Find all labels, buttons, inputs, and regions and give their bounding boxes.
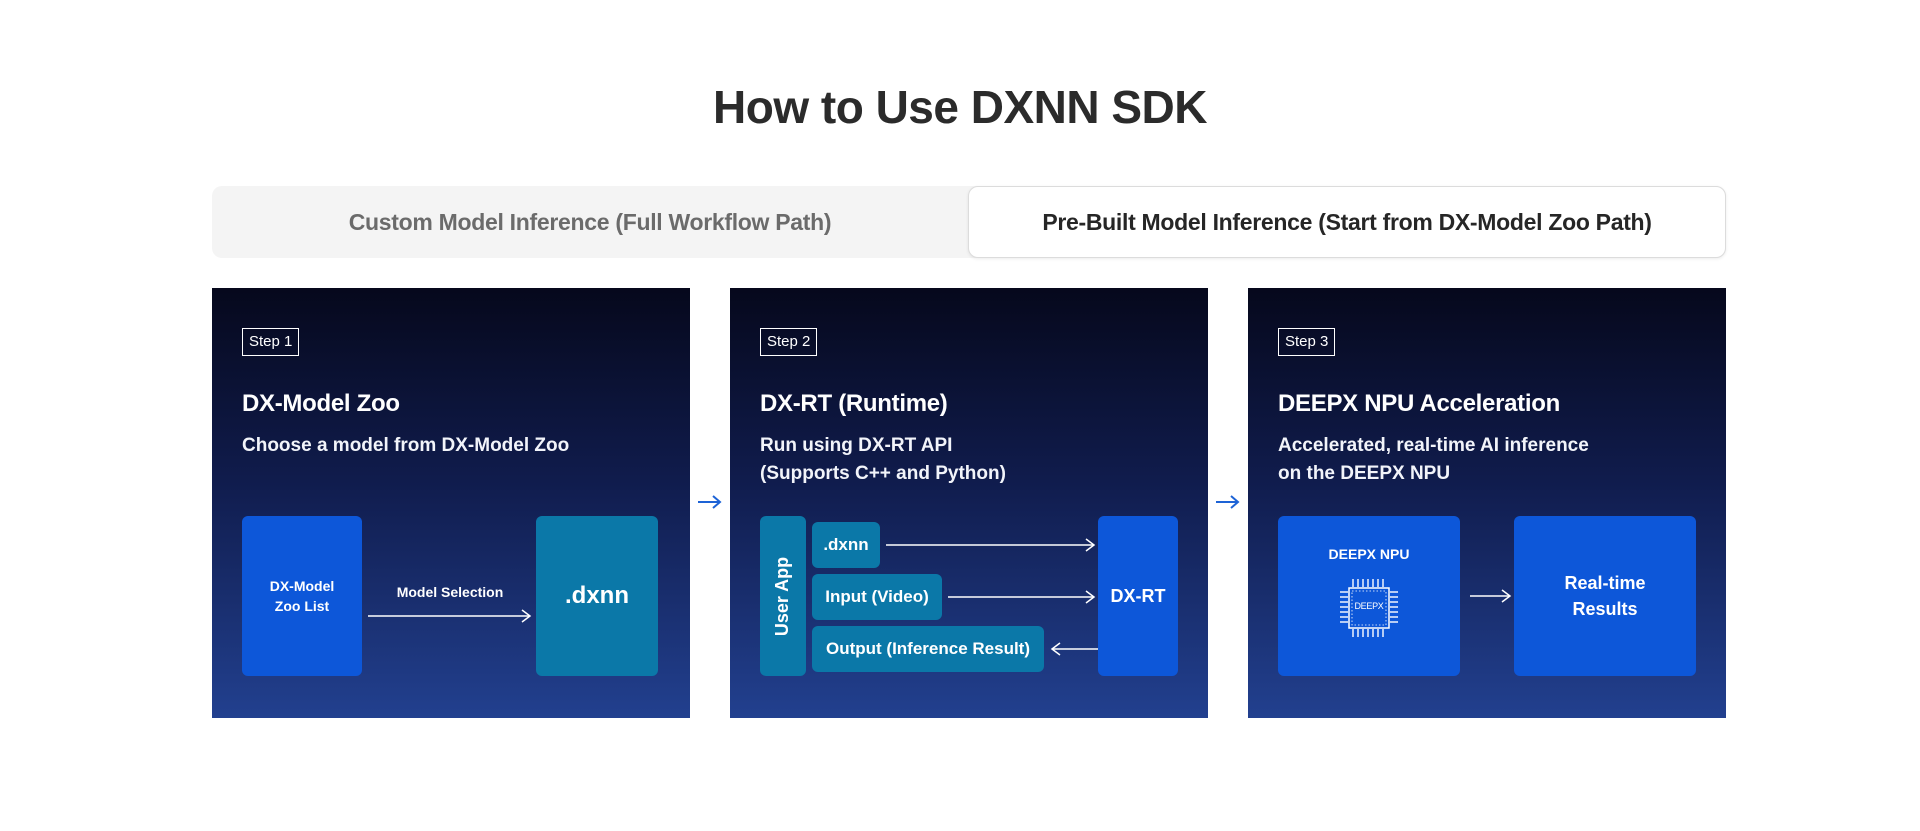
description-line: Accelerated, real-time AI inference [1278,435,1589,456]
step-badge: Step 3 [1278,328,1336,356]
arrow-right-icon [948,589,1098,605]
tab-pre-built-model-inference[interactable]: Pre-Built Model Inference (Start from DX… [968,186,1726,258]
step-badge: Step 2 [760,328,818,356]
arrow-right-icon [886,537,1098,553]
description-line: on the DEEPX NPU [1278,463,1451,484]
npu-chip-icon: DEEPX [1337,576,1401,640]
box-label-line: Real-time [1564,573,1646,593]
box-label-line: DX-Model [269,578,335,594]
workflow-tabs: Custom Model Inference (Full Workflow Pa… [212,186,1726,258]
step-description: Accelerated, real-time AI inference on t… [1278,432,1589,488]
tab-custom-model-inference[interactable]: Custom Model Inference (Full Workflow Pa… [348,208,832,235]
deepx-npu-box: DEEPX NPU DEEPX [1278,516,1460,676]
step-title: DX-Model Zoo [242,390,400,417]
output-inference-result-box: Output (Inference Result) [812,626,1044,672]
step-description: Run using DX-RT API (Supports C++ and Py… [760,432,1006,488]
description-line: (Supports C++ and Python) [760,463,1006,484]
arrow-left-icon [1050,641,1098,657]
npu-label: DEEPX NPU [1328,546,1410,562]
description-line: Run using DX-RT API [760,435,953,456]
description-line: Choose a model from DX-Model Zoo [242,435,570,456]
dxnn-item-box: .dxnn [812,522,880,568]
input-video-box: Input (Video) [812,574,942,620]
flow-arrow-icon [1215,494,1241,510]
step-2-panel: Step 2 DX-RT (Runtime) Run using DX-RT A… [730,288,1208,718]
box-label-line: Results [1572,599,1638,619]
step-3-panel: Step 3 DEEPX NPU Acceleration Accelerate… [1248,288,1726,718]
user-app-label: User App [772,556,793,636]
model-zoo-list-box: DX-Model Zoo List [242,516,362,676]
real-time-results-box: Real-time Results [1514,516,1696,676]
step-1-panel: Step 1 DX-Model Zoo Choose a model from … [212,288,690,718]
chip-label: DEEPX [1354,601,1384,611]
page-title: How to Use DXNN SDK [713,81,1207,133]
arrow-right-icon [368,608,534,624]
flow-arrow-icon [697,494,723,510]
step-title: DX-RT (Runtime) [760,390,948,417]
user-app-box: User App [760,516,806,676]
step-badge: Step 1 [242,328,300,356]
dx-rt-box: DX-RT [1098,516,1178,676]
arrow-right-icon [1470,588,1514,604]
model-selection-label: Model Selection [396,584,504,600]
dxnn-file-box: .dxnn [536,516,658,676]
step-title: DEEPX NPU Acceleration [1278,390,1560,417]
step-description: Choose a model from DX-Model Zoo [242,432,569,460]
box-label-line: Zoo List [274,598,330,614]
